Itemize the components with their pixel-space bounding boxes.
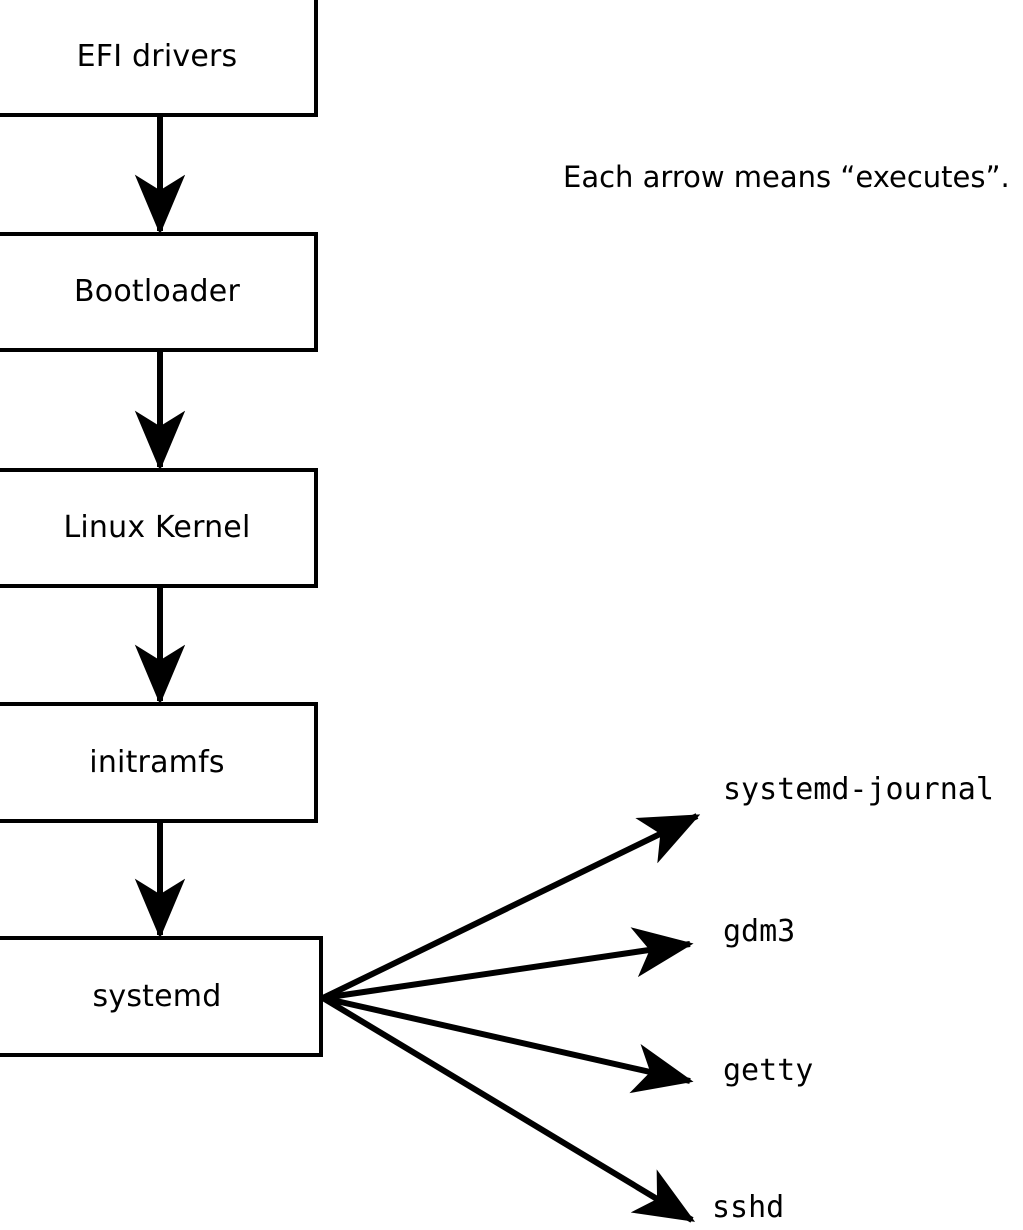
legend-caption-text: Each arrow means “executes”. <box>563 160 1010 194</box>
node-linux-kernel[interactable]: Linux Kernel <box>0 468 318 588</box>
node-sshd[interactable]: sshd <box>712 1193 784 1223</box>
node-label-systemd: systemd <box>92 978 222 1014</box>
node-label-getty: getty <box>723 1053 814 1088</box>
node-systemd-journal[interactable]: systemd-journal <box>723 775 994 805</box>
node-bootloader[interactable]: Bootloader <box>0 232 318 352</box>
node-label-bootloader: Bootloader <box>74 274 240 309</box>
arrow-systemd-to-gdm3 <box>322 927 694 1001</box>
arrow-systemd-to-sshd <box>321 995 696 1223</box>
node-efi-drivers[interactable]: EFI drivers <box>0 0 318 117</box>
node-label-sshd: sshd <box>712 1190 785 1225</box>
node-systemd[interactable]: systemd <box>0 936 323 1057</box>
legend-caption: Each arrow means “executes”. <box>563 163 1010 192</box>
arrow-systemd-to-systemd-journal <box>321 813 701 1001</box>
node-label-initramfs: initramfs <box>89 744 225 780</box>
node-label-systemd-journal: systemd-journal <box>723 772 994 807</box>
node-gdm3[interactable]: gdm3 <box>723 917 795 947</box>
arrow-systemd-to-getty <box>322 995 694 1094</box>
node-getty[interactable]: getty <box>723 1056 813 1086</box>
node-label-efi-drivers: EFI drivers <box>76 38 238 74</box>
node-label-gdm3: gdm3 <box>723 914 796 949</box>
node-initramfs[interactable]: initramfs <box>0 702 318 823</box>
node-label-linux-kernel: Linux Kernel <box>63 510 251 545</box>
